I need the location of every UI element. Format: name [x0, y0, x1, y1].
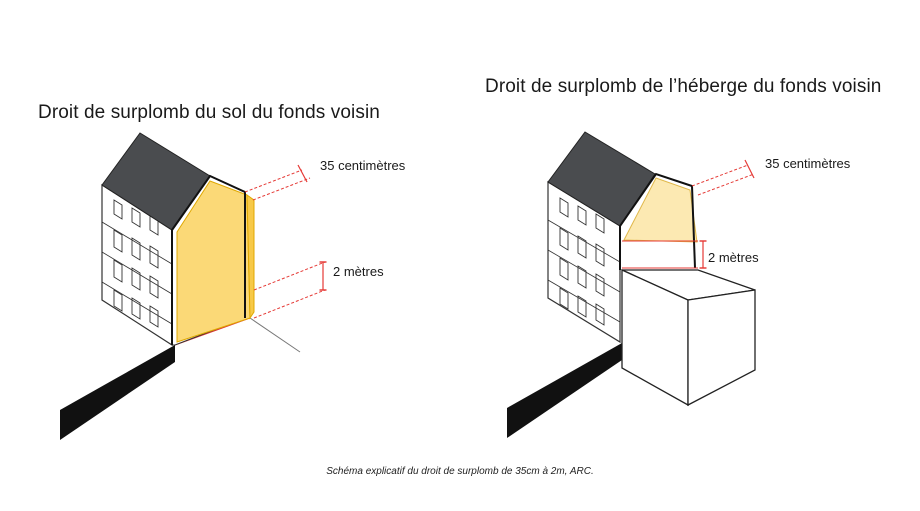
figure-caption: Schéma explicatif du droit de surplomb d… — [326, 466, 594, 477]
left-diagram-title: Droit de surplomb du sol du fonds voisin — [38, 102, 380, 123]
left-dim-35cm — [244, 169, 311, 201]
left-projection-line — [249, 317, 301, 353]
right-neighbour-box-side — [687, 289, 756, 407]
right-ground-strip — [507, 343, 622, 438]
left-floor-lines — [101, 221, 173, 325]
left-windows — [113, 199, 159, 328]
right-dim-lines — [622, 240, 698, 269]
right-dim-35cm-label: 35 centimètres — [765, 156, 851, 171]
right-dim-2m-label: 2 mètres — [708, 250, 759, 265]
left-dim-2m — [253, 261, 326, 319]
left-diagram: 35 centimètres 2 mètres — [60, 132, 406, 440]
right-floor-lines — [547, 219, 621, 323]
right-dim-35cm-tick — [744, 159, 755, 179]
right-diagram-title: Droit de surplomb de l’héberge du fonds … — [485, 76, 882, 97]
left-ground-strip — [60, 345, 175, 440]
left-dim-35cm-tick — [297, 164, 308, 183]
right-dim-35cm — [691, 164, 755, 196]
left-dim-2m-label: 2 mètres — [333, 264, 384, 279]
right-diagram: 35 centimètres 2 mètres — [507, 131, 851, 438]
left-dim-35cm-label: 35 centimètres — [320, 158, 406, 173]
left-overhang-side — [246, 194, 255, 320]
right-wall-edge — [619, 172, 696, 270]
left-wall-edge — [171, 174, 246, 345]
